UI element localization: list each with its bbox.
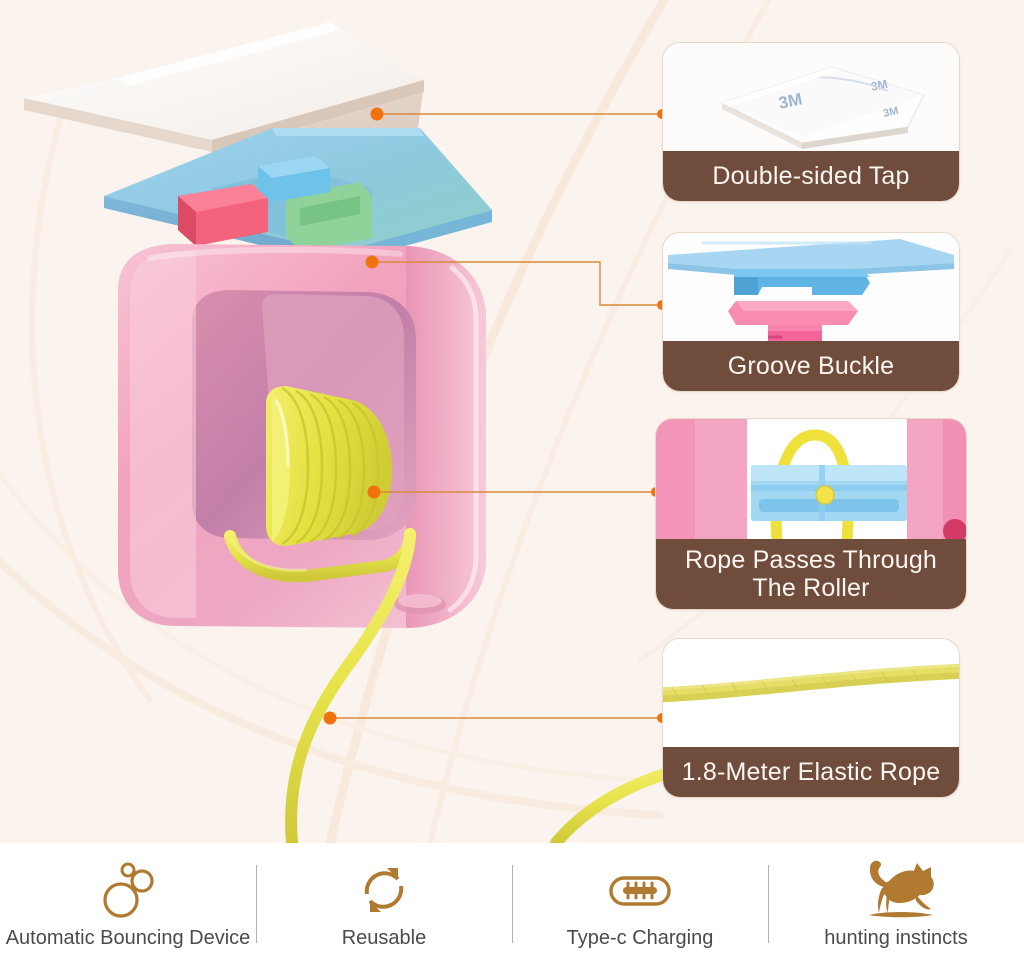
feature-label: Automatic Bouncing Device (5, 927, 251, 949)
card-caption-double-sided-tap: Double-sided Tap (663, 151, 959, 201)
rope-photo (663, 639, 959, 749)
feature-type-c-charging[interactable]: Type-c Charging (512, 843, 768, 970)
leader-dot-elastic-rope (323, 711, 337, 725)
feature-label: Type-c Charging (566, 927, 714, 949)
feature-label: hunting instincts (824, 927, 968, 949)
card-caption-elastic-rope: 1.8-Meter Elastic Rope (663, 747, 959, 797)
card-caption-text: Groove Buckle (727, 352, 895, 380)
part-groove-buckle (178, 156, 372, 252)
card-caption-groove-buckle: Groove Buckle (663, 341, 959, 391)
groove-buckle-photo (663, 233, 959, 343)
leader-dot-groove-buckle (365, 255, 379, 269)
leader-dot-double-sided-tap (370, 107, 384, 121)
hero-product-illustration: 3M 3M 3M Double-sided Tap (0, 0, 967, 843)
feature-reusable[interactable]: Reusable (256, 843, 512, 970)
recycle-icon (356, 859, 412, 921)
callout-card-groove-buckle[interactable]: Groove Buckle (662, 232, 960, 392)
feature-hunting-instincts[interactable]: hunting instincts (768, 843, 1024, 970)
card-caption-line-1: Rope Passes Through (684, 546, 938, 574)
adhesive-pad-photo: 3M 3M 3M (663, 43, 959, 153)
callout-card-double-sided-tap[interactable]: 3M 3M 3M Double-sided Tap (662, 42, 960, 202)
callout-card-elastic-rope[interactable]: 1.8-Meter Elastic Rope (662, 638, 960, 798)
roller-photo (656, 419, 966, 541)
card-caption-text: Double-sided Tap (712, 162, 910, 190)
callout-card-roller[interactable]: Rope Passes Through The Roller (655, 418, 967, 610)
svg-text:3M: 3M (882, 105, 899, 120)
card-caption-roller: Rope Passes Through The Roller (656, 539, 966, 609)
card-caption-line-2: The Roller (752, 574, 870, 602)
feature-automatic-bouncing-device[interactable]: Automatic Bouncing Device (0, 843, 256, 970)
card-caption-text: 1.8-Meter Elastic Rope (681, 758, 941, 786)
feature-label: Reusable (341, 927, 427, 949)
pouncing-cat-icon (853, 859, 939, 921)
part-spring-roller (266, 386, 392, 546)
bubbles-icon (97, 859, 159, 921)
feature-bar: Automatic Bouncing Device Reusable (0, 843, 1024, 970)
svg-text:3M: 3M (777, 89, 804, 112)
callout-leader-lines (330, 113, 662, 719)
part-elastic-rope (224, 528, 416, 843)
usb-c-port-icon (605, 859, 675, 921)
leader-dot-roller (367, 485, 381, 499)
